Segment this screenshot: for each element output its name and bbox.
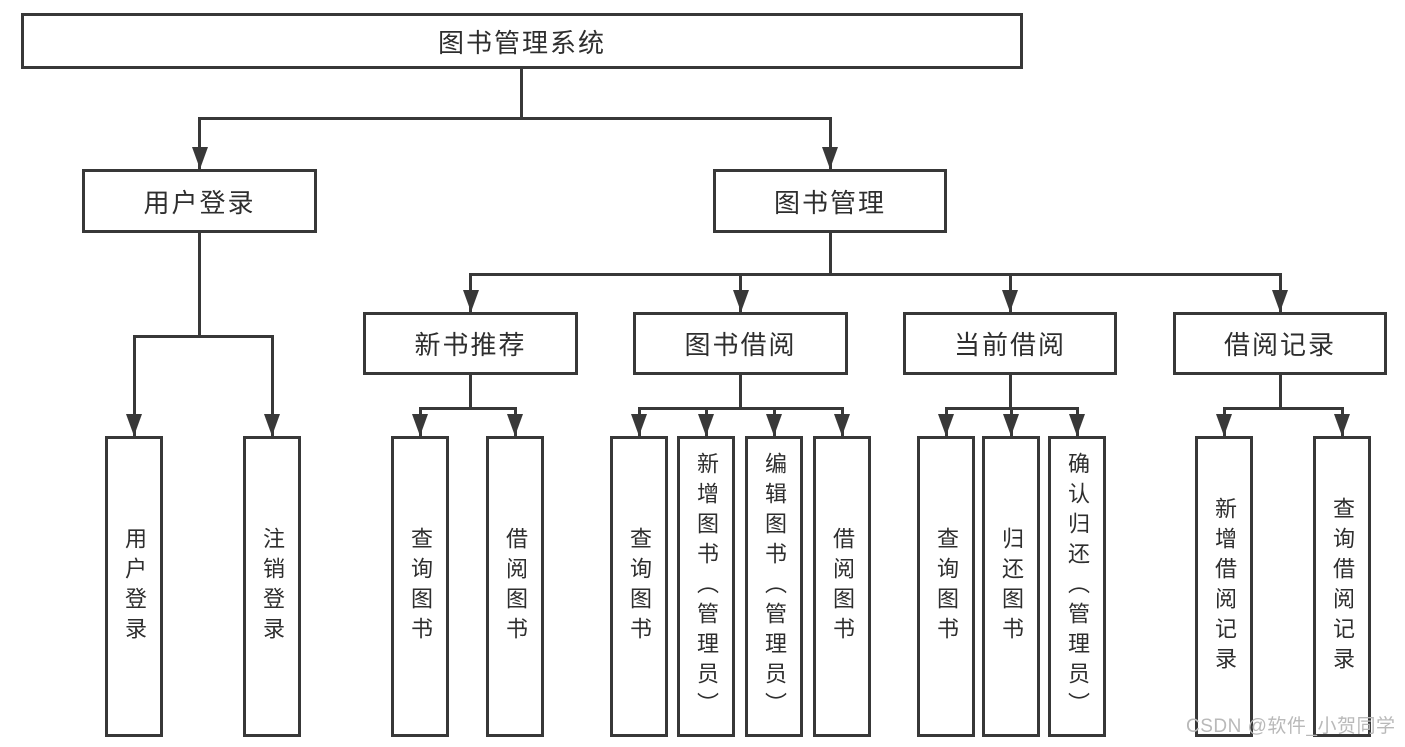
arrowhead-down (264, 414, 280, 436)
node-borrow-record: 借阅记录 (1173, 312, 1387, 375)
leaf-query-book: 查询图书 (610, 436, 668, 737)
arrowhead-down (766, 414, 782, 436)
connector-drop (828, 117, 832, 169)
arrowhead-down (462, 290, 479, 312)
connector-bar (418, 407, 517, 410)
arrowhead-down (1216, 414, 1232, 436)
leaf-add-borrow-record: 新增借阅记录 (1195, 436, 1253, 737)
node-new-book-recommend-label: 新书推荐 (414, 330, 527, 360)
leaf-add-book-admin-label: 新增图书（管理员） (694, 451, 719, 722)
node-book-management: 图书管理 (713, 169, 947, 233)
arrowhead-down (834, 414, 850, 436)
leaf-query-book: 查询图书 (391, 436, 449, 737)
leaf-edit-book-admin: 编辑图书（管理员） (745, 436, 803, 737)
leaf-user-login: 用户登录 (105, 436, 163, 737)
arrowhead-down (822, 147, 838, 169)
node-current-borrow-label: 当前借阅 (953, 330, 1066, 360)
leaf-borrow-book: 借阅图书 (813, 436, 871, 737)
connector-bar (198, 117, 832, 120)
arrowhead-down (732, 290, 749, 312)
leaf-user-login-label: 用户登录 (122, 526, 147, 647)
connector-stem (198, 233, 201, 338)
leaf-logout: 注销登录 (243, 436, 301, 737)
leaf-borrow-book-label: 借阅图书 (503, 526, 528, 647)
leaf-query-borrow-record-label: 查询借阅记录 (1330, 496, 1355, 677)
arrowhead-down (1003, 414, 1019, 436)
leaf-confirm-return-admin: 确认归还（管理员） (1048, 436, 1106, 737)
leaf-query-book-label: 查询图书 (408, 526, 433, 647)
connector-bar (1222, 407, 1344, 410)
arrowhead-down (698, 414, 714, 436)
leaf-confirm-return-admin-label: 确认归还（管理员） (1065, 451, 1090, 722)
arrowhead-down (1334, 414, 1350, 436)
node-library-management-system-label: 图书管理系统 (437, 27, 606, 58)
node-book-borrow-label: 图书借阅 (684, 330, 797, 360)
arrowhead-down (507, 414, 523, 436)
connector-stem (520, 69, 523, 120)
connector-drop (198, 117, 201, 169)
arrowhead-down (1272, 290, 1288, 312)
connector-stem (828, 233, 832, 276)
node-user-login-label: 用户登录 (143, 187, 256, 218)
node-book-borrow: 图书借阅 (633, 312, 848, 375)
node-book-management-label: 图书管理 (773, 187, 886, 218)
node-library-management-system: 图书管理系统 (21, 13, 1023, 69)
connector-drop (132, 335, 136, 436)
connector-stem (739, 375, 742, 410)
connector-bar (132, 335, 274, 338)
connector-stem (469, 375, 472, 410)
arrowhead-down (191, 147, 208, 169)
arrowhead-down (938, 414, 954, 436)
leaf-borrow-book-label: 借阅图书 (830, 526, 855, 647)
node-user-login: 用户登录 (82, 169, 317, 233)
node-borrow-record-label: 借阅记录 (1223, 330, 1336, 360)
connector-stem (1008, 375, 1012, 410)
arrowhead-down (631, 414, 647, 436)
leaf-query-book-label: 查询图书 (627, 526, 652, 647)
connector-bar (637, 407, 844, 410)
leaf-logout-label: 注销登录 (260, 526, 285, 647)
leaf-add-borrow-record-label: 新增借阅记录 (1212, 496, 1237, 677)
arrowhead-down (412, 414, 428, 436)
leaf-query-book: 查询图书 (917, 436, 975, 737)
leaf-add-book-admin: 新增图书（管理员） (677, 436, 735, 737)
arrowhead-down (1069, 414, 1085, 436)
connector-drop (270, 335, 274, 436)
watermark: CSDN @软件_小贺同学 (1186, 716, 1396, 737)
connector-stem (1278, 375, 1282, 410)
node-current-borrow: 当前借阅 (903, 312, 1117, 375)
arrowhead-down (126, 414, 142, 436)
leaf-query-book-label: 查询图书 (934, 526, 959, 647)
arrowhead-down (1002, 290, 1018, 312)
leaf-edit-book-admin-label: 编辑图书（管理员） (762, 451, 787, 722)
leaf-query-borrow-record: 查询借阅记录 (1313, 436, 1371, 737)
node-new-book-recommend: 新书推荐 (363, 312, 578, 375)
leaf-return-book: 归还图书 (982, 436, 1040, 737)
leaf-return-book-label: 归还图书 (999, 526, 1024, 647)
connector-bar (469, 273, 1282, 276)
leaf-borrow-book: 借阅图书 (486, 436, 544, 737)
